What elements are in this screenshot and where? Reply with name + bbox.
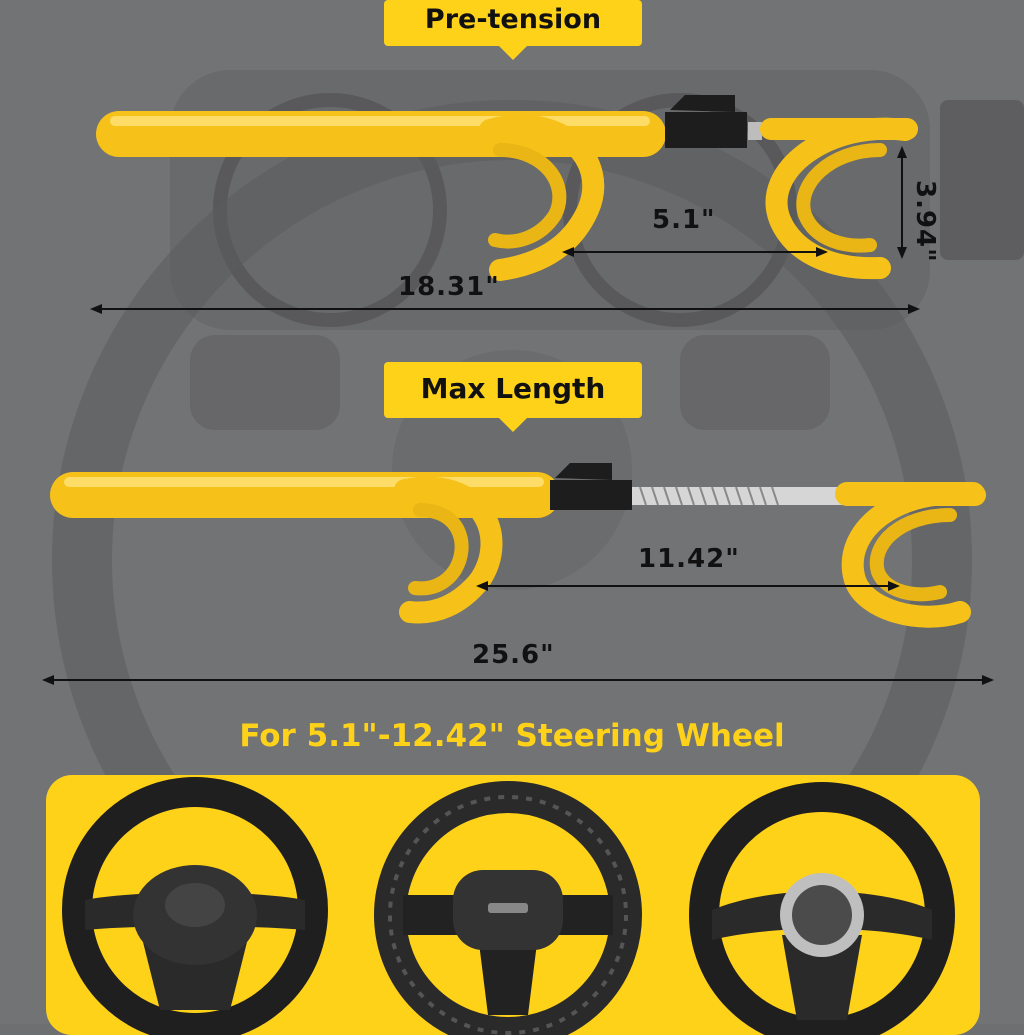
steering-wheel-1 <box>62 777 328 1035</box>
pre-tension-length-label: 18.31" <box>398 272 500 302</box>
max-length-label: 25.6" <box>472 640 555 670</box>
max-length-badge: Max Length <box>384 362 642 432</box>
max-gap-label: 11.42" <box>638 544 740 574</box>
steering-wheel-3 <box>689 782 955 1035</box>
pre-tension-gap-label: 5.1" <box>652 205 716 235</box>
max-length-badge-label: Max Length <box>420 372 606 405</box>
steering-wheel-icon <box>62 777 955 1035</box>
pre-tension-badge: Pre-tension <box>384 0 642 60</box>
pre-tension-badge-label: Pre-tension <box>424 4 602 35</box>
compatibility-headline: For 5.1"-12.42" Steering Wheel <box>239 718 785 754</box>
steering-wheel-lock-icon <box>90 95 920 314</box>
steering-wheel-lock-extended-icon <box>42 463 994 685</box>
steering-wheel-2 <box>374 781 642 1035</box>
